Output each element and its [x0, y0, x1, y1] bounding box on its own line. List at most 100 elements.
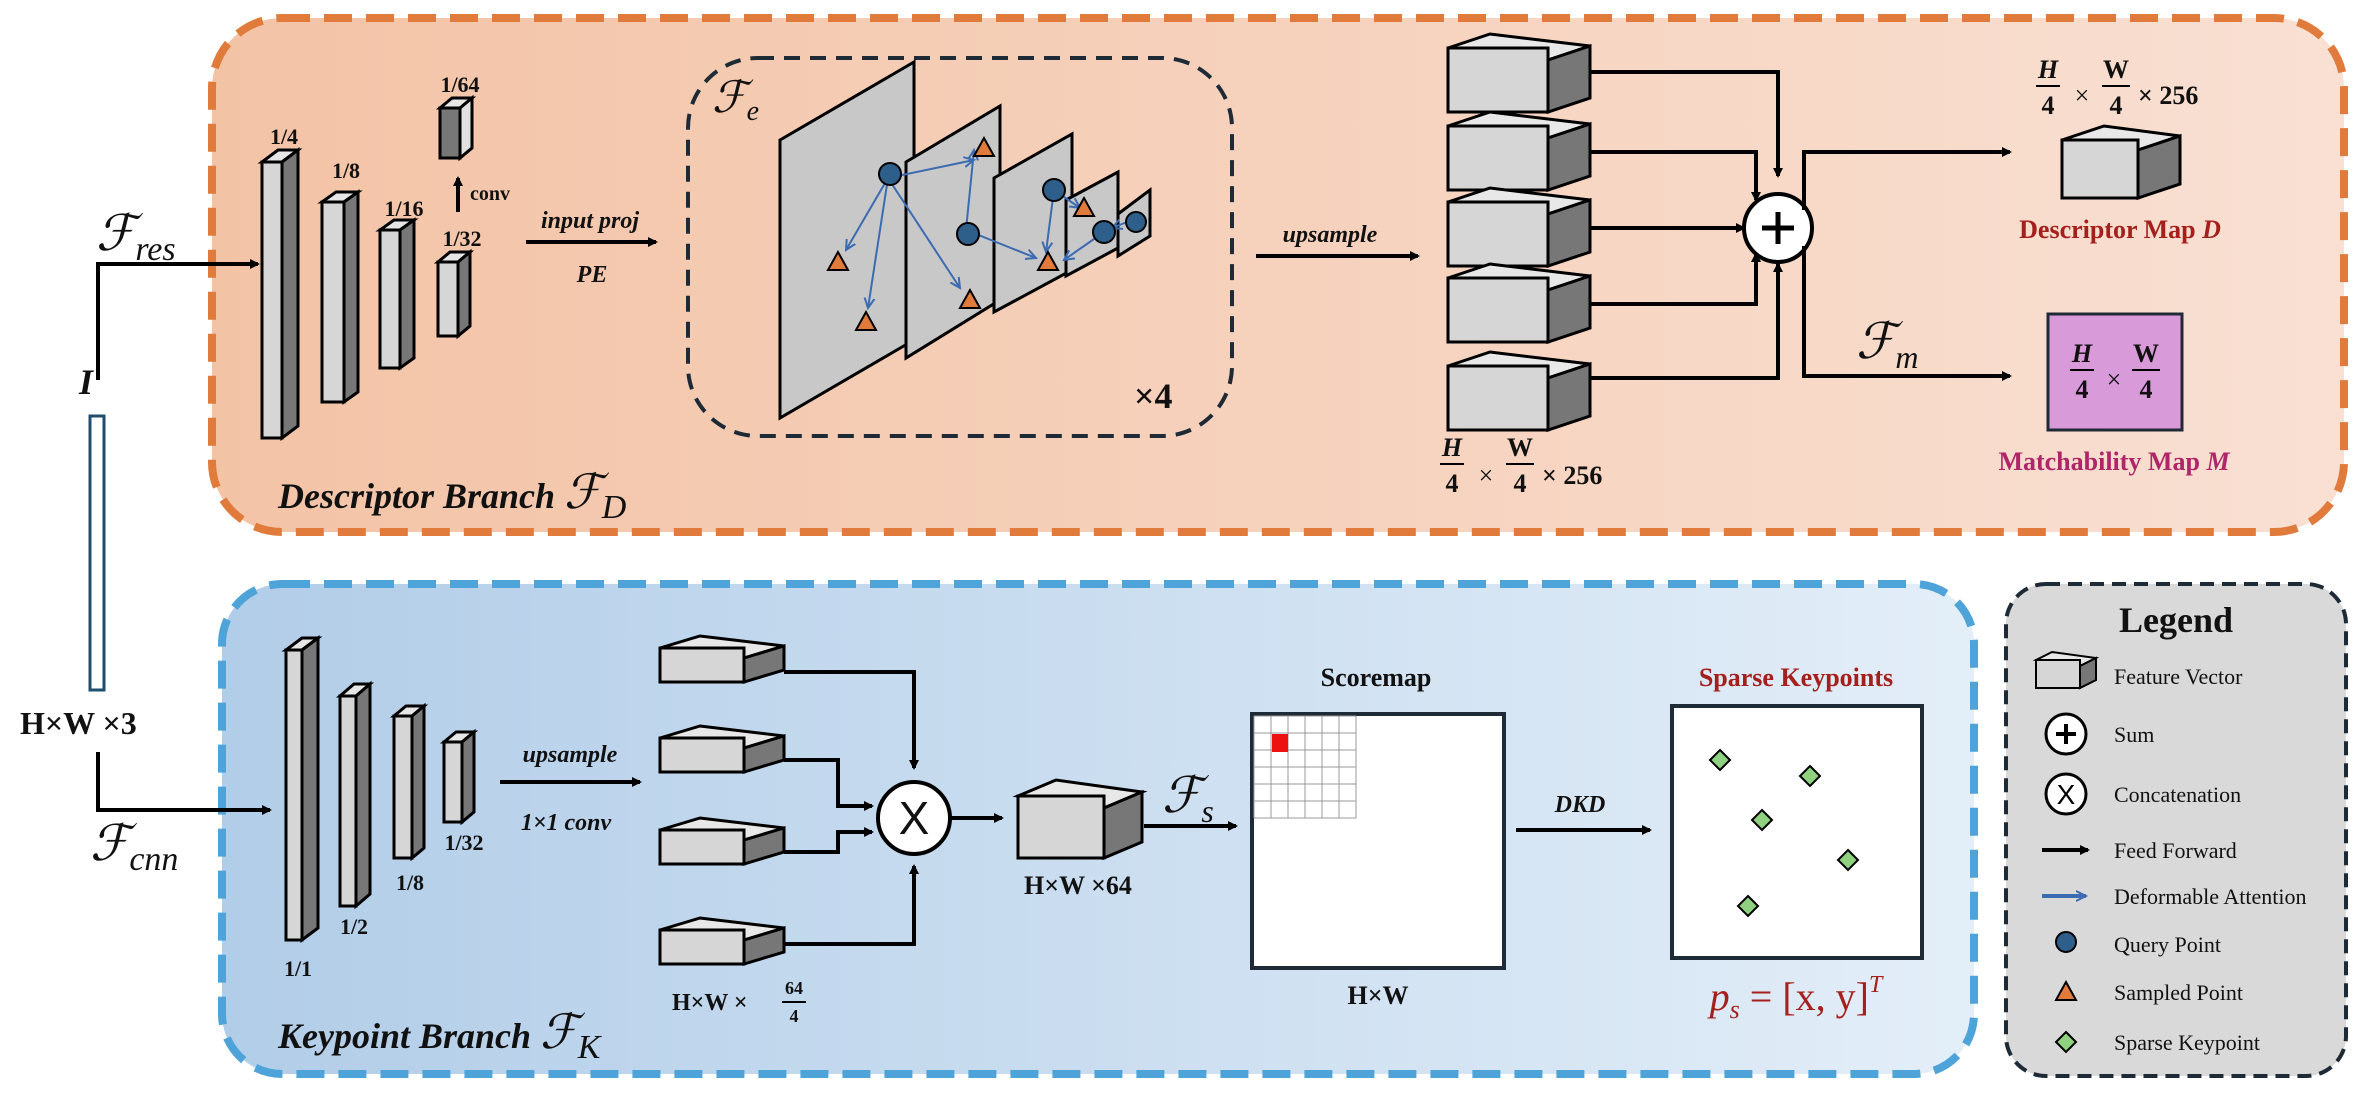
deformable-encoder: ℱe ×4 [686, 56, 1234, 438]
triangle-sampled-icon [2054, 979, 2078, 1001]
legend-label: Sampled Point [2114, 980, 2243, 1005]
fused-shape-label: H×W ×64 [1024, 871, 1132, 900]
feature-vector-box [1446, 32, 1592, 115]
input-section: I H×W ×3 ℱres ℱcnn [20, 205, 272, 878]
scoremap-size-label: H×W [1347, 981, 1408, 1010]
sum-input-arrows [1590, 70, 1783, 380]
input-proj-label: input proj [541, 208, 639, 234]
descriptor-shape-label: H 4 × W 4 × 256 [2036, 55, 2198, 120]
descriptor-map-title: Descriptor Map D [2019, 215, 2221, 244]
legend-label: Deformable Attention [2114, 884, 2306, 909]
sum-node [1742, 192, 1814, 264]
input-shape-label: H×W ×3 [20, 705, 137, 741]
scale-label: 1/8 [396, 870, 424, 895]
feature-vector-box [658, 724, 786, 775]
svg-text:× 256: × 256 [2138, 81, 2198, 110]
svg-text:4: 4 [1514, 469, 1527, 498]
svg-text:4: 4 [2076, 375, 2089, 404]
descriptor-backbone: conv 1/4 1/8 1/16 1/32 1/64 [257, 72, 510, 441]
matchability-map-title: Matchability Map M [1998, 447, 2230, 476]
feature-vector-box [658, 916, 786, 967]
sum-icon [2044, 712, 2088, 756]
descriptor-branch-panel [208, 14, 2348, 536]
feature-slab [257, 147, 303, 441]
feature-slab [317, 189, 363, 405]
cnn-path-arrow [96, 752, 272, 815]
upsample-label: upsample [523, 742, 618, 768]
scale-label: 1/64 [440, 72, 479, 97]
keypoint-formula: ps = [x, y]T [1707, 972, 1884, 1024]
descriptor-branch-title: Descriptor Branch ℱD [277, 466, 627, 526]
scoremap-title: Scoremap [1321, 663, 1432, 692]
svg-text:4: 4 [790, 1006, 799, 1026]
res-path-symbol: ℱres [96, 205, 176, 268]
dkd-step: DKD [1516, 792, 1652, 835]
feature-vector-box [1446, 186, 1592, 269]
svg-text:H×W ×: H×W × [672, 990, 748, 1016]
legend-label: Feed Forward [2114, 838, 2237, 863]
keypoint-markers [1708, 748, 1860, 918]
diamond-keypoint-icon [2054, 1030, 2078, 1054]
conv-1x1-label: 1×1 conv [521, 810, 612, 836]
svg-text:4: 4 [1446, 469, 1459, 498]
scale-label: 1/32 [442, 226, 481, 251]
input-image-bar [88, 414, 106, 692]
input-proj-step: input proj PE [526, 208, 658, 288]
repeat-label: ×4 [1134, 376, 1173, 416]
legend-panel [2004, 582, 2348, 1078]
scoremap: Scoremap H×W [1250, 663, 1506, 1010]
keypoint-feature-stack: H×W × 64 4 [658, 634, 806, 1026]
sum-output-arrows [1802, 147, 2012, 381]
svg-text:X: X [2057, 779, 2076, 810]
scale-label: 1/1 [284, 956, 312, 981]
concat-node: X [876, 780, 952, 856]
svg-text:X: X [899, 792, 930, 844]
feature-slab [439, 728, 479, 826]
svg-text:W: W [2103, 55, 2129, 84]
legend-label: Sum [2114, 722, 2154, 747]
upsample-step-keypoint: upsample 1×1 conv [500, 742, 642, 836]
scale-label: 1/8 [332, 158, 360, 183]
feature-vector-box [2060, 124, 2182, 201]
input-image-label: I [78, 362, 95, 402]
dkd-label: DKD [1554, 792, 1606, 818]
scoremap-hot-cell [1272, 734, 1288, 752]
legend-label: Query Point [2114, 932, 2221, 957]
svg-text:×: × [1479, 461, 1494, 490]
feature-vector-box [658, 634, 786, 685]
svg-text:4: 4 [2042, 91, 2055, 120]
sampled-points [826, 135, 1096, 331]
concat-shape-label: H×W × 64 4 [672, 978, 806, 1026]
svg-text:H: H [1441, 433, 1463, 462]
stack-shape-label: H 4 × W 4 × 256 [1440, 433, 1602, 498]
legend-label: Sparse Keypoint [2114, 1030, 2260, 1055]
svg-text:64: 64 [785, 978, 803, 998]
scale-label: 1/2 [340, 914, 368, 939]
upsample-label: upsample [1283, 222, 1378, 248]
scoremap-grid [1253, 715, 1357, 819]
res-path-arrow [96, 259, 260, 380]
feature-vector-box [1012, 778, 1148, 861]
legend-label: Concatenation [2114, 782, 2241, 807]
svg-text:W: W [2133, 339, 2159, 368]
sparse-keypoints: Sparse Keypoints ps = [x, y]T [1670, 663, 1924, 1024]
svg-text:W: W [1507, 433, 1533, 462]
feature-slab [375, 217, 419, 371]
descriptor-map: H 4 × W 4 × 256 Descriptor Map D [2019, 55, 2221, 244]
svg-text:×: × [2107, 365, 2122, 394]
svg-text:× 256: × 256 [1542, 461, 1602, 490]
legend-label: Feature Vector [2114, 664, 2243, 689]
pe-label: PE [576, 262, 608, 288]
cnn-path-symbol: ℱcnn [90, 815, 178, 878]
feature-vector-box [1446, 110, 1592, 193]
feature-vector-icon [2032, 650, 2100, 690]
conv-label: conv [470, 183, 510, 205]
fused-feature: H×W ×64 [1012, 778, 1148, 900]
scale-label: 1/4 [270, 124, 298, 149]
svg-text:×: × [2075, 81, 2090, 110]
query-points [878, 162, 1147, 246]
feature-vector-box [1446, 350, 1592, 433]
feature-slab [281, 635, 323, 943]
sparse-keypoints-title: Sparse Keypoints [1699, 663, 1893, 692]
